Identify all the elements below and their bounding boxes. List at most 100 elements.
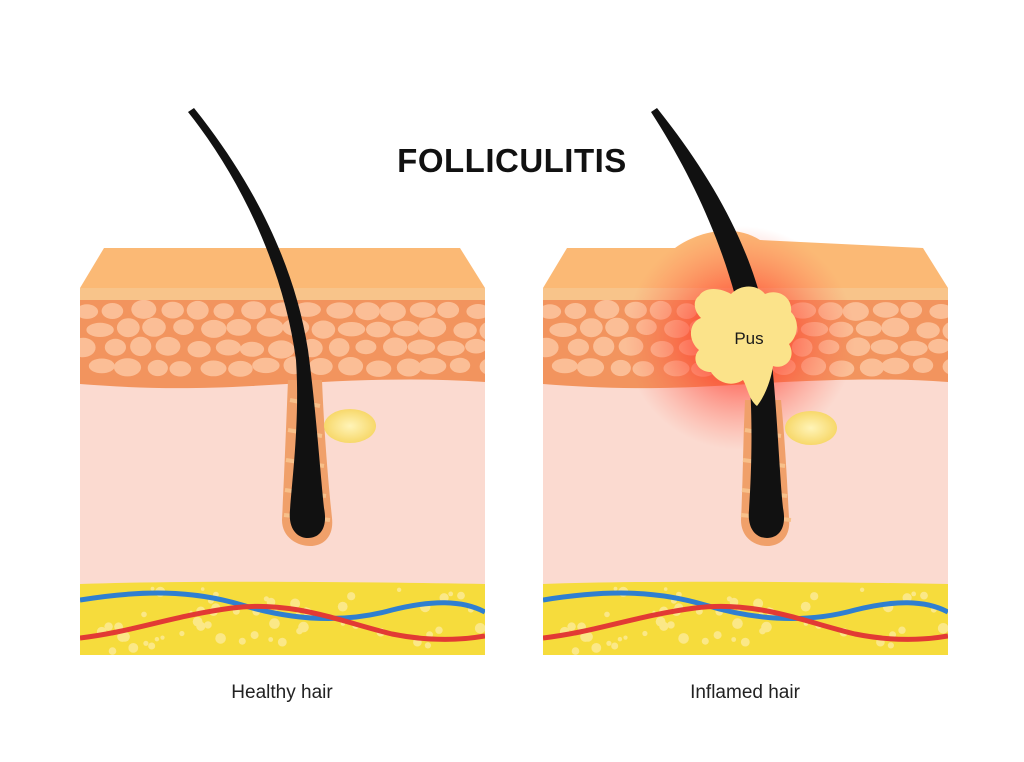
dermis-cell	[453, 322, 477, 339]
dermis-cell	[293, 302, 321, 317]
dermis-cell	[870, 339, 899, 355]
fat-droplet	[143, 640, 149, 646]
dermis-cell	[564, 303, 587, 319]
dermis-cell	[337, 322, 366, 337]
dermis-cell	[101, 303, 124, 319]
fat-droplet	[911, 591, 917, 597]
dermis-cell	[200, 360, 227, 377]
fat-droplet	[396, 587, 402, 592]
dermis-cell	[268, 340, 295, 359]
dermis-cell	[610, 359, 631, 377]
dermis-cell	[88, 358, 115, 374]
fat-droplet	[889, 631, 896, 638]
healthy-skin-cross-section	[80, 108, 485, 655]
dermis-cell	[859, 358, 884, 377]
fat-droplet	[337, 601, 348, 612]
dermis-cell	[551, 358, 578, 374]
fat-droplet	[192, 616, 203, 627]
dermis-cell	[326, 302, 354, 319]
dermis-cell	[215, 339, 241, 356]
dermis-cell	[131, 300, 157, 319]
fat-droplet	[902, 593, 912, 603]
dermis-cell	[383, 337, 408, 357]
dermis-cell	[567, 338, 589, 356]
dermis-cell	[543, 337, 559, 358]
dermis-cell	[407, 339, 436, 355]
dermis-cell	[366, 321, 391, 338]
dermis-cell	[228, 360, 253, 377]
caption-healthy-hair: Healthy hair	[231, 682, 333, 703]
dermis-cell	[466, 304, 485, 319]
fat-droplet	[655, 616, 666, 627]
fat-droplet	[474, 623, 485, 634]
dermis-cell	[594, 300, 620, 319]
inflamed-skin-cross-section: Pus	[543, 108, 948, 655]
artery	[543, 603, 948, 642]
hair-shaft	[188, 108, 326, 538]
fat-droplet	[678, 633, 689, 644]
subcutaneous-fat-layer	[543, 581, 948, 655]
dermis-cell	[366, 360, 392, 377]
dermis-cell	[80, 304, 99, 319]
fat-droplet	[154, 637, 160, 642]
dermis-cell	[912, 357, 934, 373]
dermis-cell	[239, 341, 265, 357]
caption-inflamed-hair: Inflamed hair	[690, 682, 800, 703]
fat-droplet	[611, 642, 619, 650]
fat-droplet	[215, 633, 226, 644]
fat-droplet	[731, 637, 737, 642]
dermis-cell	[142, 317, 166, 337]
fat-droplet	[108, 647, 117, 655]
fat-droplet	[117, 631, 128, 642]
fat-droplet	[268, 637, 274, 642]
dermis-cell	[116, 318, 140, 338]
dermis-cell	[916, 322, 940, 339]
dermis-cell	[942, 359, 948, 374]
fat-droplet	[104, 622, 113, 631]
dermis-cell	[104, 338, 126, 356]
fat-droplet	[263, 596, 269, 602]
fat-droplet	[269, 618, 280, 629]
dermis-cell	[449, 357, 471, 373]
fat-droplet	[617, 637, 623, 642]
dermis-cell	[942, 322, 948, 340]
fat-droplet	[141, 611, 147, 618]
fat-droplet	[701, 637, 709, 645]
dermis-cell	[576, 358, 605, 377]
dermis-cell	[929, 304, 948, 319]
artery	[80, 603, 485, 642]
dermis-cell	[311, 320, 336, 339]
inflamed-skin-panel: Pus	[535, 100, 955, 660]
vein	[543, 590, 948, 622]
fat-droplet	[580, 631, 591, 642]
dermis-cell	[479, 322, 485, 340]
fat-droplet	[753, 598, 764, 609]
fat-droplet	[740, 637, 750, 647]
dermis-cell	[437, 301, 460, 319]
fat-droplet	[435, 626, 443, 634]
fat-droplet	[667, 621, 675, 629]
dermis-cell	[201, 319, 227, 338]
fat-droplet	[179, 630, 185, 637]
dermis-cell	[605, 317, 629, 337]
fat-droplet	[128, 643, 139, 653]
fat-droplet	[290, 598, 301, 609]
fat-droplet	[204, 621, 212, 629]
dermis-cell	[392, 320, 419, 337]
dermis-cell	[86, 322, 114, 337]
dermis-cell	[855, 320, 882, 337]
fat-droplet	[347, 592, 356, 601]
fat-droplet	[457, 591, 465, 600]
fat-droplet	[810, 592, 819, 601]
dermis-cell	[328, 338, 350, 357]
fat-droplet	[448, 591, 454, 597]
fat-droplet	[887, 642, 894, 649]
sebaceous-gland	[324, 409, 376, 443]
fat-droplet	[604, 611, 610, 618]
fat-droplet	[571, 647, 580, 655]
fat-droplet	[713, 631, 722, 640]
fat-droplet	[726, 596, 732, 602]
dermis-cell	[409, 302, 436, 318]
dermis-cell	[241, 301, 266, 320]
dermis-cell	[928, 338, 948, 354]
